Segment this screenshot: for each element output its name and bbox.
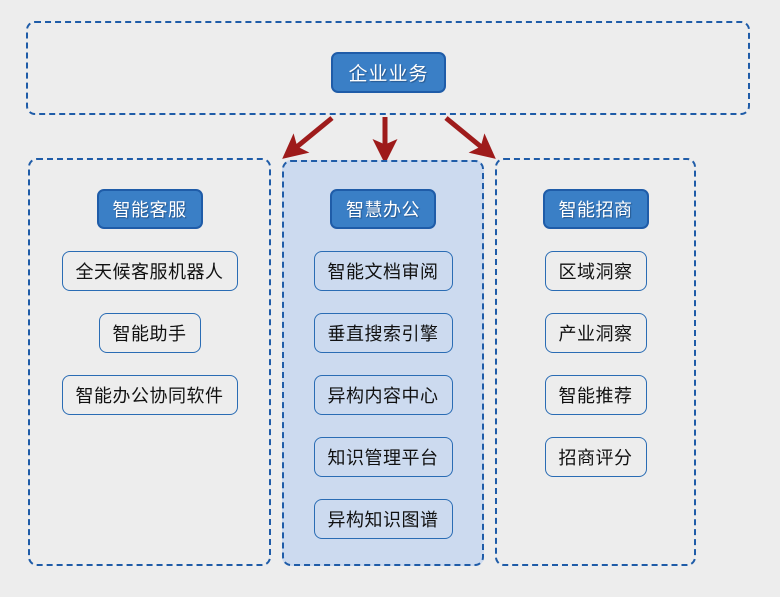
branch-column-smart-office: 智慧办公 智能文档审阅 垂直搜索引擎 异构内容中心 知识管理平台 异构知识图谱 (282, 160, 484, 566)
arrow-to-left-branch-icon (282, 116, 334, 159)
root-node-enterprise-business[interactable]: 企业业务 (331, 52, 446, 93)
branch-item[interactable]: 全天候客服机器人 (61, 251, 238, 291)
branch-item-label: 区域洞察 (558, 262, 633, 282)
branch-header-intelligent-customer-service[interactable]: 智能客服 (96, 189, 203, 229)
branch-item[interactable]: 垂直搜索引擎 (313, 313, 453, 353)
branch-column-intelligent-customer-service: 智能客服 全天候客服机器人 智能助手 智能办公协同软件 (28, 158, 271, 566)
branch-item[interactable]: 异构内容中心 (313, 375, 453, 415)
branch-item-label: 智能文档审阅 (327, 262, 439, 282)
branch-item-label: 智能助手 (112, 324, 187, 344)
branch-item-label: 智能办公协同软件 (75, 386, 224, 406)
branch-item[interactable]: 异构知识图谱 (313, 499, 453, 539)
branch-header-smart-office[interactable]: 智慧办公 (330, 189, 436, 229)
branch-item[interactable]: 产业洞察 (544, 313, 647, 353)
branch-item-label: 产业洞察 (558, 324, 633, 344)
root-group-frame (26, 21, 750, 115)
arrow-to-right-branch-icon (444, 116, 496, 159)
branch-header-label: 智能客服 (112, 200, 187, 220)
branch-item[interactable]: 智能助手 (98, 313, 201, 353)
branch-item[interactable]: 区域洞察 (544, 251, 647, 291)
branch-item[interactable]: 智能文档审阅 (313, 251, 453, 291)
branch-item-label: 异构知识图谱 (327, 510, 439, 530)
branch-header-label: 智能招商 (558, 200, 633, 220)
branch-header-intelligent-investment-promotion[interactable]: 智能招商 (542, 189, 649, 229)
branch-column-intelligent-investment-promotion: 智能招商 区域洞察 产业洞察 智能推荐 招商评分 (495, 158, 696, 566)
branch-header-label: 智慧办公 (346, 200, 420, 220)
branch-item-label: 异构内容中心 (327, 386, 439, 406)
branch-item-label: 垂直搜索引擎 (327, 324, 439, 344)
branch-item[interactable]: 招商评分 (544, 437, 647, 477)
branch-item[interactable]: 知识管理平台 (313, 437, 453, 477)
branch-item-label: 招商评分 (558, 448, 633, 468)
branch-item-label: 知识管理平台 (327, 448, 439, 468)
branch-item[interactable]: 智能办公协同软件 (61, 375, 238, 415)
root-node-label: 企业业务 (348, 64, 429, 85)
branch-item[interactable]: 智能推荐 (544, 375, 647, 415)
branch-item-label: 智能推荐 (558, 386, 633, 406)
branch-item-label: 全天候客服机器人 (75, 262, 224, 282)
